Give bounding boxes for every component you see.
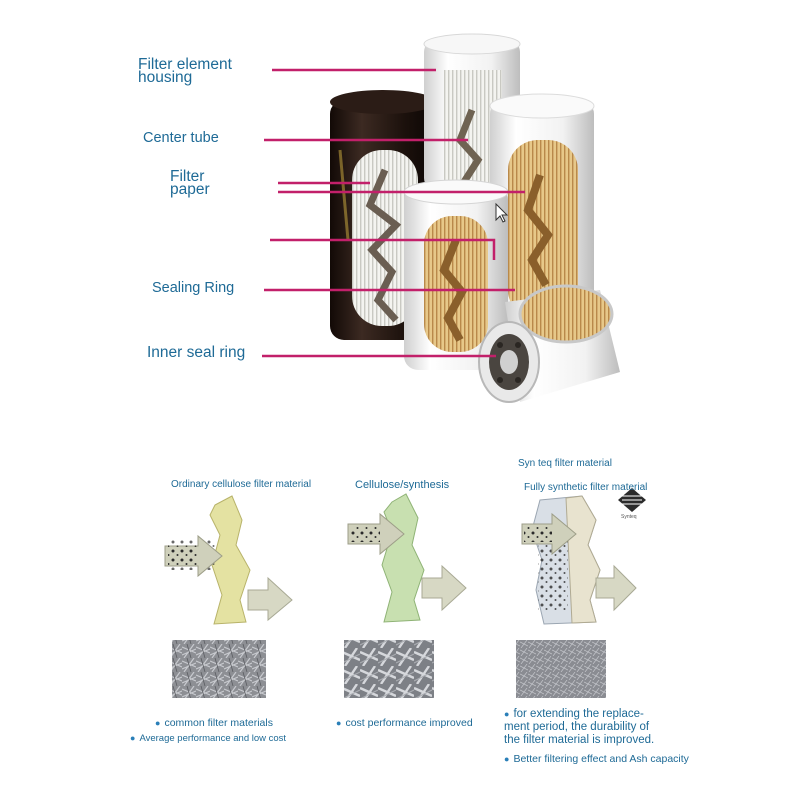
heading-synteq: Syn teq filter material xyxy=(518,458,612,469)
bullet-extending-replacement: ●for extending the replace- xyxy=(504,708,644,720)
callout-line-unlabeled xyxy=(270,238,496,260)
label-center-tube: Center tube xyxy=(143,130,219,146)
bullet-text: Average performance and low cost xyxy=(139,733,287,744)
material-comparison-illustration xyxy=(164,488,646,698)
heading-cellulose-synthesis: Cellulose/synthesis xyxy=(355,479,450,491)
filter-cutaway-illustration xyxy=(262,33,620,403)
small-spin-on-filter xyxy=(478,284,620,403)
synthetic-panel xyxy=(516,488,646,698)
label-filter-element-housing-line2: housing xyxy=(138,69,193,86)
bullet-better-filtering: ●Better filtering effect and Ash capacit… xyxy=(504,753,689,765)
synteq-logo-text: Synteq xyxy=(621,514,637,520)
front-white-filter xyxy=(403,179,509,370)
cursor-icon xyxy=(495,202,509,223)
callout-lines xyxy=(262,68,525,358)
bullet-dot-icon: ● xyxy=(504,709,510,719)
bullet-cost-performance: ●cost performance improved xyxy=(336,717,473,729)
outflow-arrow xyxy=(247,576,293,622)
outflow-arrow-2 xyxy=(421,564,467,612)
bullet-text-line1: for extending the replace- xyxy=(513,708,644,720)
bullet-dot-icon: ● xyxy=(130,733,136,743)
heading-ordinary-cellulose: Ordinary cellulose filter material xyxy=(171,479,312,490)
bullet-extending-replacement-line2: ment period, the durability of xyxy=(504,721,650,733)
black-filter xyxy=(330,90,436,340)
bullet-dot-icon: ● xyxy=(504,754,510,764)
bullet-extending-replacement-line3: the filter material is improved. xyxy=(504,734,655,746)
label-filter-paper: Filter paper xyxy=(170,168,210,198)
bullet-dot-icon: ● xyxy=(336,718,342,728)
bullet-common-materials: ●common filter materials xyxy=(155,717,273,729)
blend-fiber-micrograph xyxy=(344,640,434,698)
cellulose-media xyxy=(209,495,251,625)
label-filter-element-housing: Filter element housing xyxy=(138,56,232,86)
bullet-dot-icon: ● xyxy=(155,718,161,728)
bullet-text: common filter materials xyxy=(164,717,273,729)
bullet-average-performance: ●Average performance and low cost xyxy=(130,732,286,745)
label-filter-paper-line1: Filter xyxy=(170,168,205,185)
outflow-arrow-3 xyxy=(595,564,637,612)
label-sealing-ring: Sealing Ring xyxy=(152,280,235,296)
blend-panel xyxy=(344,493,467,698)
label-inner-seal-ring: Inner seal ring xyxy=(147,344,246,361)
blend-media xyxy=(381,493,425,623)
cellulose-fiber-micrograph xyxy=(172,640,266,698)
heading-fully-synthetic: Fully synthetic filter material xyxy=(524,482,648,493)
tan-media-filter xyxy=(489,93,595,330)
synthetic-fiber-micrograph xyxy=(516,640,606,698)
cellulose-panel xyxy=(164,495,293,698)
synteq-logo xyxy=(618,488,646,512)
bullet-text: Better filtering effect and Ash capacity xyxy=(513,753,689,765)
label-filter-paper-line2: paper xyxy=(170,181,210,198)
bullet-text: cost performance improved xyxy=(345,717,473,729)
label-filter-element-housing-line1: Filter element xyxy=(138,56,232,73)
